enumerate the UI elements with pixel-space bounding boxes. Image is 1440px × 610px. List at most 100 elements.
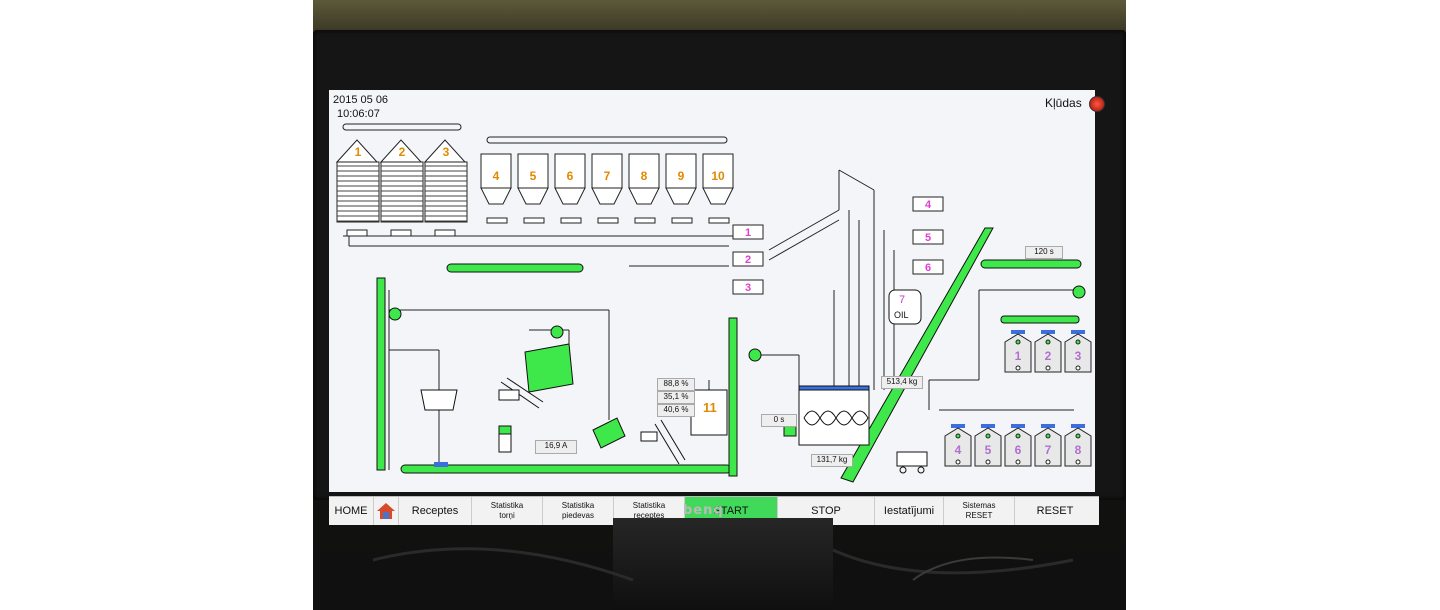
mixer-weight-readout: 131,7 kg xyxy=(811,454,853,467)
bin-top-pipe xyxy=(486,136,728,144)
silo-number: 1 xyxy=(355,145,362,159)
alarm-label: Kļūdas xyxy=(1045,96,1082,110)
bottom-conveyor xyxy=(400,464,732,474)
recipe-statistics-button[interactable]: Statistika receptes xyxy=(614,497,685,525)
dosing-box[interactable]: 5 xyxy=(912,229,944,245)
mill-number: 11 xyxy=(703,400,717,415)
silo[interactable]: 1 xyxy=(335,139,380,237)
percent-readout-1: 88,8 % xyxy=(657,378,695,391)
settings-button[interactable]: Iestatījumi xyxy=(875,497,944,525)
storage-number: 7 xyxy=(1045,443,1052,457)
bin-number: 4 xyxy=(493,169,500,183)
hammer-mill xyxy=(592,417,626,449)
home-button[interactable]: HOME xyxy=(329,497,374,525)
silo[interactable]: 2 xyxy=(379,139,424,237)
tower-statistics-line2: torņi xyxy=(499,511,515,520)
bin[interactable]: 10 xyxy=(702,153,734,224)
sieve xyxy=(524,343,574,393)
desk-cables xyxy=(372,547,1074,582)
storage-number: 1 xyxy=(1015,349,1022,363)
oil-weight-readout: 513,4 kg xyxy=(881,376,923,389)
bin-group: 4 5 6 7 8 9 10 xyxy=(480,153,734,224)
feed-statistics-line1: Statistika xyxy=(561,501,595,510)
bin[interactable]: 9 xyxy=(665,153,697,224)
dosing-box[interactable]: 3 xyxy=(732,279,764,295)
system-reset-button[interactable]: Sistemas RESET xyxy=(944,497,1015,525)
dosing-box-number: 1 xyxy=(745,227,751,239)
storage-number: 3 xyxy=(1075,349,1082,363)
valve-1[interactable] xyxy=(388,307,402,321)
recipe-statistics-line2: receptes xyxy=(633,511,665,520)
silo[interactable]: 3 xyxy=(423,139,468,237)
storage-silo[interactable]: 7 xyxy=(1034,424,1062,467)
dosing-box-number: 3 xyxy=(745,282,751,294)
recipes-button[interactable]: Receptes xyxy=(399,497,472,525)
storage-silo[interactable]: 6 xyxy=(1004,424,1032,467)
mixer-time-readout: 0 s xyxy=(761,414,797,427)
storage-silo[interactable]: 4 xyxy=(944,424,972,467)
stop-button[interactable]: STOP xyxy=(778,497,875,525)
storage-number: 4 xyxy=(955,443,962,457)
timer-readout: 120 s xyxy=(1025,246,1063,259)
silo-top-pipe xyxy=(342,123,462,131)
home-icon[interactable] xyxy=(374,497,399,525)
dosing-box-number: 2 xyxy=(745,254,751,266)
feed-statistics-line2: piedevas xyxy=(561,511,595,520)
storage-number: 2 xyxy=(1045,349,1052,363)
bin[interactable]: 5 xyxy=(517,153,549,224)
storage-silo[interactable]: 5 xyxy=(974,424,1002,467)
system-reset-line2: RESET xyxy=(965,511,993,520)
valve-4[interactable] xyxy=(1072,285,1086,299)
feed-statistics-button[interactable]: Statistika piedevas xyxy=(543,497,614,525)
percent-readout-2: 35,1 % xyxy=(657,391,695,404)
reset-button[interactable]: RESET xyxy=(1036,505,1074,517)
bin-number: 5 xyxy=(530,169,537,183)
alarm-indicator-icon[interactable] xyxy=(1089,96,1105,112)
storage-number: 5 xyxy=(985,443,992,457)
percent-readout-3: 40,6 % xyxy=(657,404,695,417)
bin-number: 7 xyxy=(604,169,611,183)
bucket-elevator-1 xyxy=(376,277,386,471)
dosing-box-number: 5 xyxy=(925,232,931,244)
tower-statistics-button[interactable]: Statistika torņi xyxy=(472,497,543,525)
silo-group: 1 2 3 xyxy=(335,139,468,237)
monitor-stand xyxy=(613,518,833,610)
silo-number: 3 xyxy=(443,145,450,159)
upper-conveyor xyxy=(980,259,1082,269)
dosing-box-number: 6 xyxy=(925,262,931,274)
tower-statistics-line1: Statistika xyxy=(490,501,524,510)
storage-silo[interactable]: 3 xyxy=(1064,330,1092,373)
clock-time: 10:06:07 xyxy=(337,108,380,120)
dosing-box-number: 4 xyxy=(925,199,932,211)
silo-number: 2 xyxy=(399,145,406,159)
valve-3[interactable] xyxy=(748,348,762,362)
bin-number: 9 xyxy=(678,169,685,183)
bin[interactable]: 8 xyxy=(628,153,660,224)
oil-tank-label: OIL xyxy=(894,310,909,320)
storage-silo[interactable]: 1 xyxy=(1004,330,1032,373)
dosing-box[interactable]: 1 xyxy=(732,224,764,240)
collector-conveyor xyxy=(446,263,584,273)
system-reset-line1: Sistemas xyxy=(962,501,996,510)
monitor-brand-logo: benq xyxy=(683,503,724,518)
bucket-elevator-2 xyxy=(728,317,738,477)
recipe-statistics-line1: Statistika xyxy=(632,501,666,510)
storage-silo[interactable]: 2 xyxy=(1034,330,1062,373)
bin-number: 8 xyxy=(641,169,648,183)
storage-silo[interactable]: 8 xyxy=(1064,424,1092,467)
bin[interactable]: 4 xyxy=(480,153,512,224)
bin[interactable]: 7 xyxy=(591,153,623,224)
dosing-box[interactable]: 4 xyxy=(912,196,944,212)
storage-number: 6 xyxy=(1015,443,1022,457)
valve-2[interactable] xyxy=(550,325,564,339)
storage-conveyor xyxy=(1000,315,1080,324)
dosing-box[interactable]: 6 xyxy=(912,259,944,275)
dosing-box[interactable]: 2 xyxy=(732,251,764,267)
bin-number: 6 xyxy=(567,169,574,183)
oil-tank-number: 7 xyxy=(899,294,906,306)
bin[interactable]: 6 xyxy=(554,153,586,224)
clock-date: 2015 05 06 xyxy=(333,94,389,106)
